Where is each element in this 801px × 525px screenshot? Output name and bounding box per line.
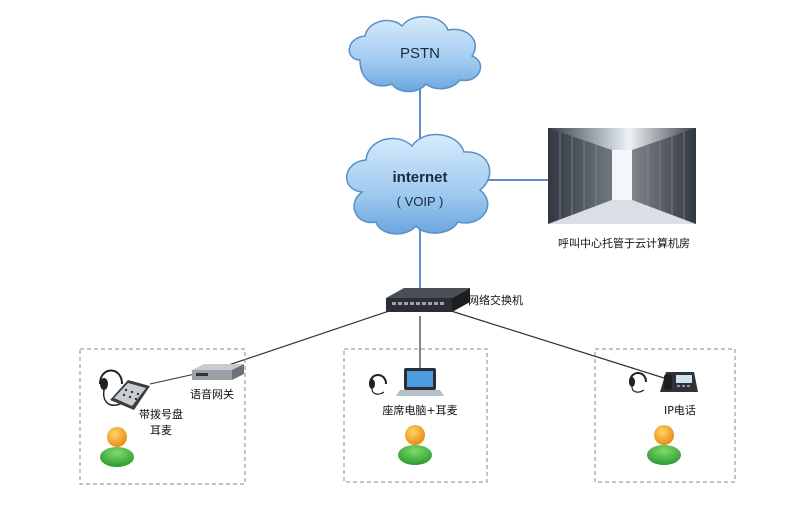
gateway-label: 语音网关	[190, 387, 234, 401]
headset-icon	[629, 372, 647, 393]
switch-label: 网络交换机	[468, 293, 523, 307]
pstn-cloud: PSTN	[348, 15, 482, 93]
dialpad-phone-label: 带拨号盘	[139, 407, 183, 421]
ip-phone-label: IP电话	[664, 404, 696, 417]
dialpad-phone-icon	[110, 380, 150, 410]
zone-middle-border	[343, 348, 488, 483]
agent-person-icon	[647, 425, 681, 465]
voip-label: ( VOIP )	[397, 194, 444, 209]
switch-gateway-link	[207, 309, 393, 373]
zone-right-border	[594, 348, 736, 483]
agent-computer-label: 座席电脑+耳麦	[382, 403, 457, 417]
switch-ipphone-link	[447, 309, 665, 379]
ip-phone-icon	[660, 372, 698, 392]
gateway-phone-link	[149, 373, 196, 385]
laptop-icon	[396, 368, 444, 396]
zone-right: IP电话	[594, 348, 736, 483]
internet-label: internet	[392, 169, 447, 186]
pstn-label: PSTN	[400, 45, 440, 62]
network-switch-icon	[386, 288, 470, 312]
datacenter-label: 呼叫中心托管于云计算机房	[558, 236, 690, 250]
agent-person-icon	[398, 425, 432, 465]
internet-cloud: internet ( VOIP )	[345, 133, 491, 235]
headset-label: 耳麦	[150, 424, 172, 437]
connection-lines	[149, 80, 665, 385]
voice-gateway-icon	[192, 364, 244, 380]
agent-person-icon	[100, 427, 134, 467]
headset-icon	[369, 374, 387, 395]
zone-left-border	[79, 348, 246, 485]
zone-left: 语音网关 带拨号盘 耳麦	[79, 348, 246, 485]
datacenter-image	[548, 128, 696, 224]
zone-middle: 座席电脑+耳麦	[343, 348, 488, 483]
